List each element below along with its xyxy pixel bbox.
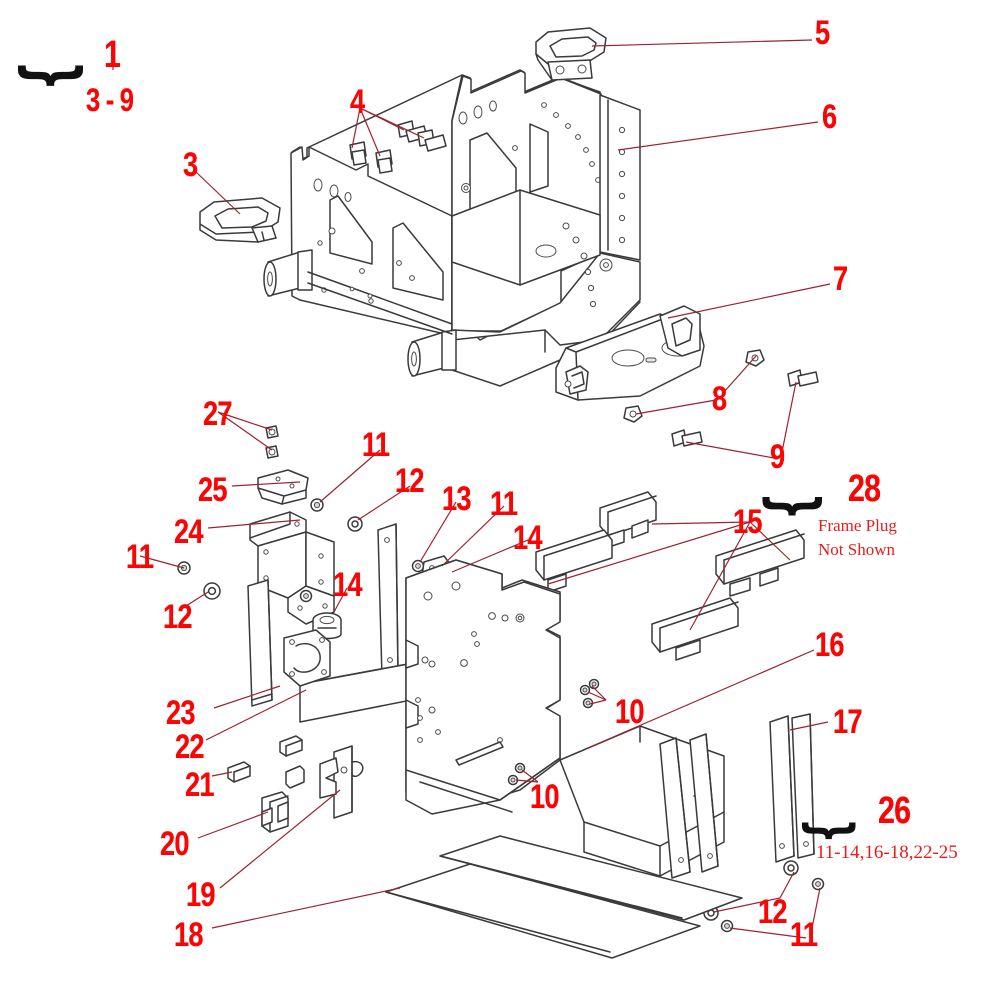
group-note-line1-28: Frame Plug <box>818 516 897 535</box>
callout-12: 12 <box>163 598 192 636</box>
callout-27: 27 <box>203 395 232 433</box>
callout-19: 19 <box>186 876 215 914</box>
callout-12: 12 <box>395 462 424 500</box>
brace-part-16 <box>659 733 719 879</box>
bolts-part-9 <box>671 369 819 447</box>
callout-3: 3 <box>183 146 198 184</box>
callout-14: 14 <box>333 566 362 604</box>
callout-18: 18 <box>174 916 203 954</box>
group-brace-26: } <box>797 818 863 844</box>
callout-11: 11 <box>362 426 390 464</box>
callout-28: 28 <box>848 468 881 510</box>
group-brace-1: } <box>11 60 94 92</box>
brace-part-17 <box>769 713 815 863</box>
group-range-1: 3 - 9 <box>86 82 134 118</box>
strips-part-18 <box>385 835 743 959</box>
callout-12: 12 <box>758 893 787 931</box>
lifting-eye-part-3 <box>199 197 281 243</box>
callout-10: 10 <box>615 693 644 731</box>
block-part-21 <box>227 761 251 783</box>
callout-4: 4 <box>350 83 365 121</box>
callout-7: 7 <box>833 260 848 298</box>
strut-plate-left-part-23 <box>247 579 273 707</box>
lifting-eye-part-5 <box>535 27 607 81</box>
lock-washers-part-11 <box>177 498 825 933</box>
callout-22: 22 <box>175 728 204 766</box>
callout-5: 5 <box>815 14 830 52</box>
callout-11: 11 <box>126 538 154 576</box>
frame-pin-upper <box>263 249 313 297</box>
callout-23: 23 <box>166 694 195 732</box>
group-range-26: 11-14,16-18,22-25 <box>816 842 958 863</box>
callout-25: 25 <box>198 471 227 509</box>
callout-21: 21 <box>185 766 214 804</box>
callout-17: 17 <box>833 703 862 741</box>
latch-plate-part-19 <box>319 745 364 819</box>
callout-16: 16 <box>815 626 844 664</box>
callout-24: 24 <box>174 513 203 551</box>
main-frame-part-6 <box>263 69 641 387</box>
callout-9: 9 <box>770 438 785 476</box>
rail-b <box>535 529 613 593</box>
group-brace-28: } <box>757 492 831 521</box>
rail-c <box>715 529 805 597</box>
callout-13: 13 <box>442 480 471 518</box>
bearing-bracket-part-23 <box>283 629 331 687</box>
callout-1: 1 <box>104 34 121 76</box>
callout-11: 11 <box>490 485 518 523</box>
callout-26: 26 <box>878 790 911 832</box>
callout-11: 11 <box>790 916 818 954</box>
callout-10: 10 <box>530 778 559 816</box>
callout-14: 14 <box>513 519 542 557</box>
callout-15: 15 <box>733 503 762 541</box>
group-note-line2-28: Not Shown <box>818 540 895 559</box>
bracket-part-20 <box>261 791 289 833</box>
leader-lines <box>112 39 831 939</box>
bolts-part-10 <box>507 678 600 786</box>
callout-6: 6 <box>822 98 837 136</box>
guard-bracket-part-7 <box>555 305 705 401</box>
callout-20: 20 <box>160 825 189 863</box>
callout-8: 8 <box>712 380 727 418</box>
block-part-22b <box>279 735 303 757</box>
guide-rails-part-15 <box>535 491 805 661</box>
bracket-small-part-25b <box>285 765 305 789</box>
lower-deck-plate <box>405 559 561 815</box>
frame-pin-lower <box>407 329 457 377</box>
